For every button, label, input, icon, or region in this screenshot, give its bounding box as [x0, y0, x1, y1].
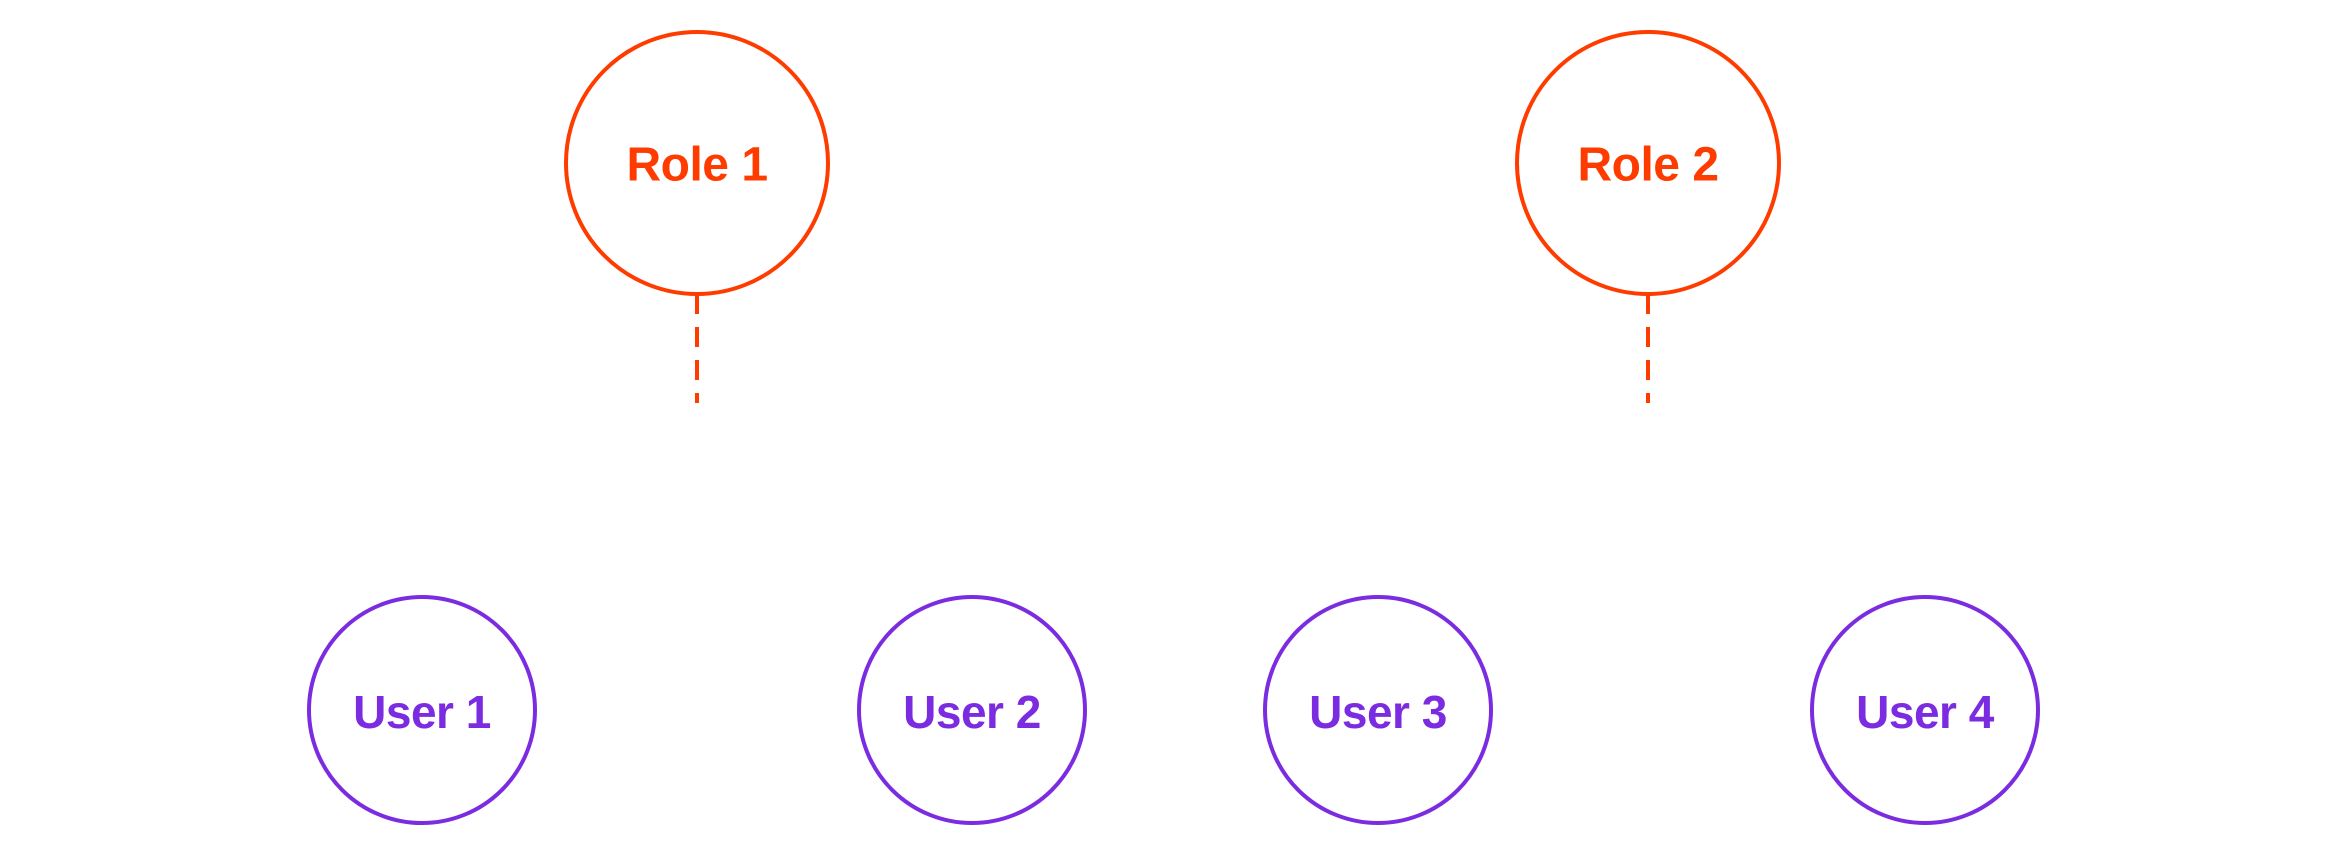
user-3-label: User 3: [1309, 686, 1447, 738]
node-user-2[interactable]: User 2: [857, 595, 1087, 825]
role-1-label: Role 1: [626, 139, 767, 192]
role-2-circle[interactable]: [1515, 30, 1781, 296]
node-user-4[interactable]: User 4: [1810, 595, 2040, 825]
node-user-1[interactable]: User 1: [307, 595, 537, 825]
user-2-circle[interactable]: [857, 595, 1087, 825]
node-user-3[interactable]: User 3: [1263, 595, 1493, 825]
user-4-label: User 4: [1856, 686, 1995, 738]
user-3-circle[interactable]: [1263, 595, 1493, 825]
role-2-label: Role 2: [1577, 139, 1718, 192]
node-role-2[interactable]: Role 2: [1515, 30, 1781, 296]
user-1-circle[interactable]: [307, 595, 537, 825]
user-2-label: User 2: [903, 686, 1041, 738]
role-1-circle[interactable]: [564, 30, 830, 296]
node-role-1[interactable]: Role 1: [564, 30, 830, 296]
user-4-circle[interactable]: [1810, 595, 2040, 825]
user-1-label: User 1: [353, 686, 491, 738]
